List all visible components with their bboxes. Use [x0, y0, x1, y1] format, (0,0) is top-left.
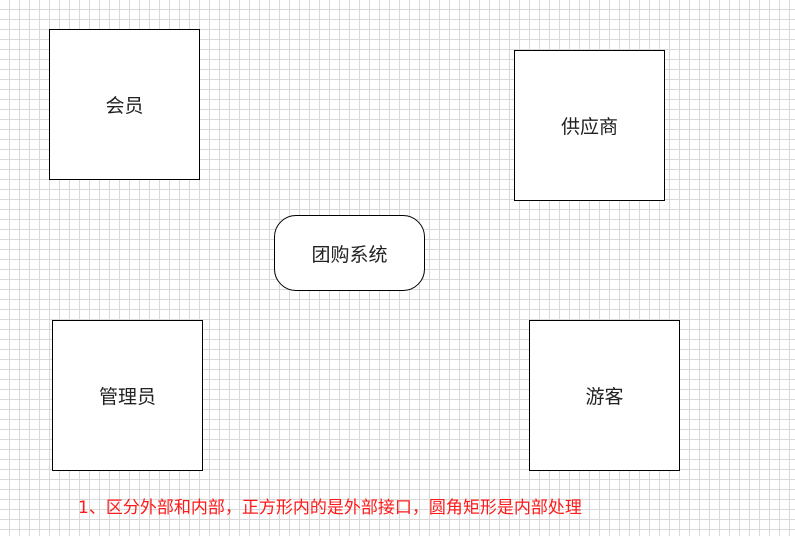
external-entity-member[interactable]: 会员: [49, 29, 200, 180]
external-entity-supplier[interactable]: 供应商: [514, 50, 665, 201]
node-label-supplier: 供应商: [560, 116, 618, 138]
node-label-visitor: 游客: [585, 386, 624, 408]
external-entity-visitor[interactable]: 游客: [529, 320, 680, 471]
internal-process-system[interactable]: 团购系统: [274, 215, 425, 291]
node-label-admin: 管理员: [98, 386, 156, 408]
node-label-member: 会员: [105, 95, 144, 117]
diagram-note: 1、区分外部和内部，正方形内的是外部接口，圆角矩形是内部处理: [78, 498, 582, 518]
node-label-system: 团购系统: [311, 243, 388, 266]
external-entity-admin[interactable]: 管理员: [52, 320, 203, 471]
